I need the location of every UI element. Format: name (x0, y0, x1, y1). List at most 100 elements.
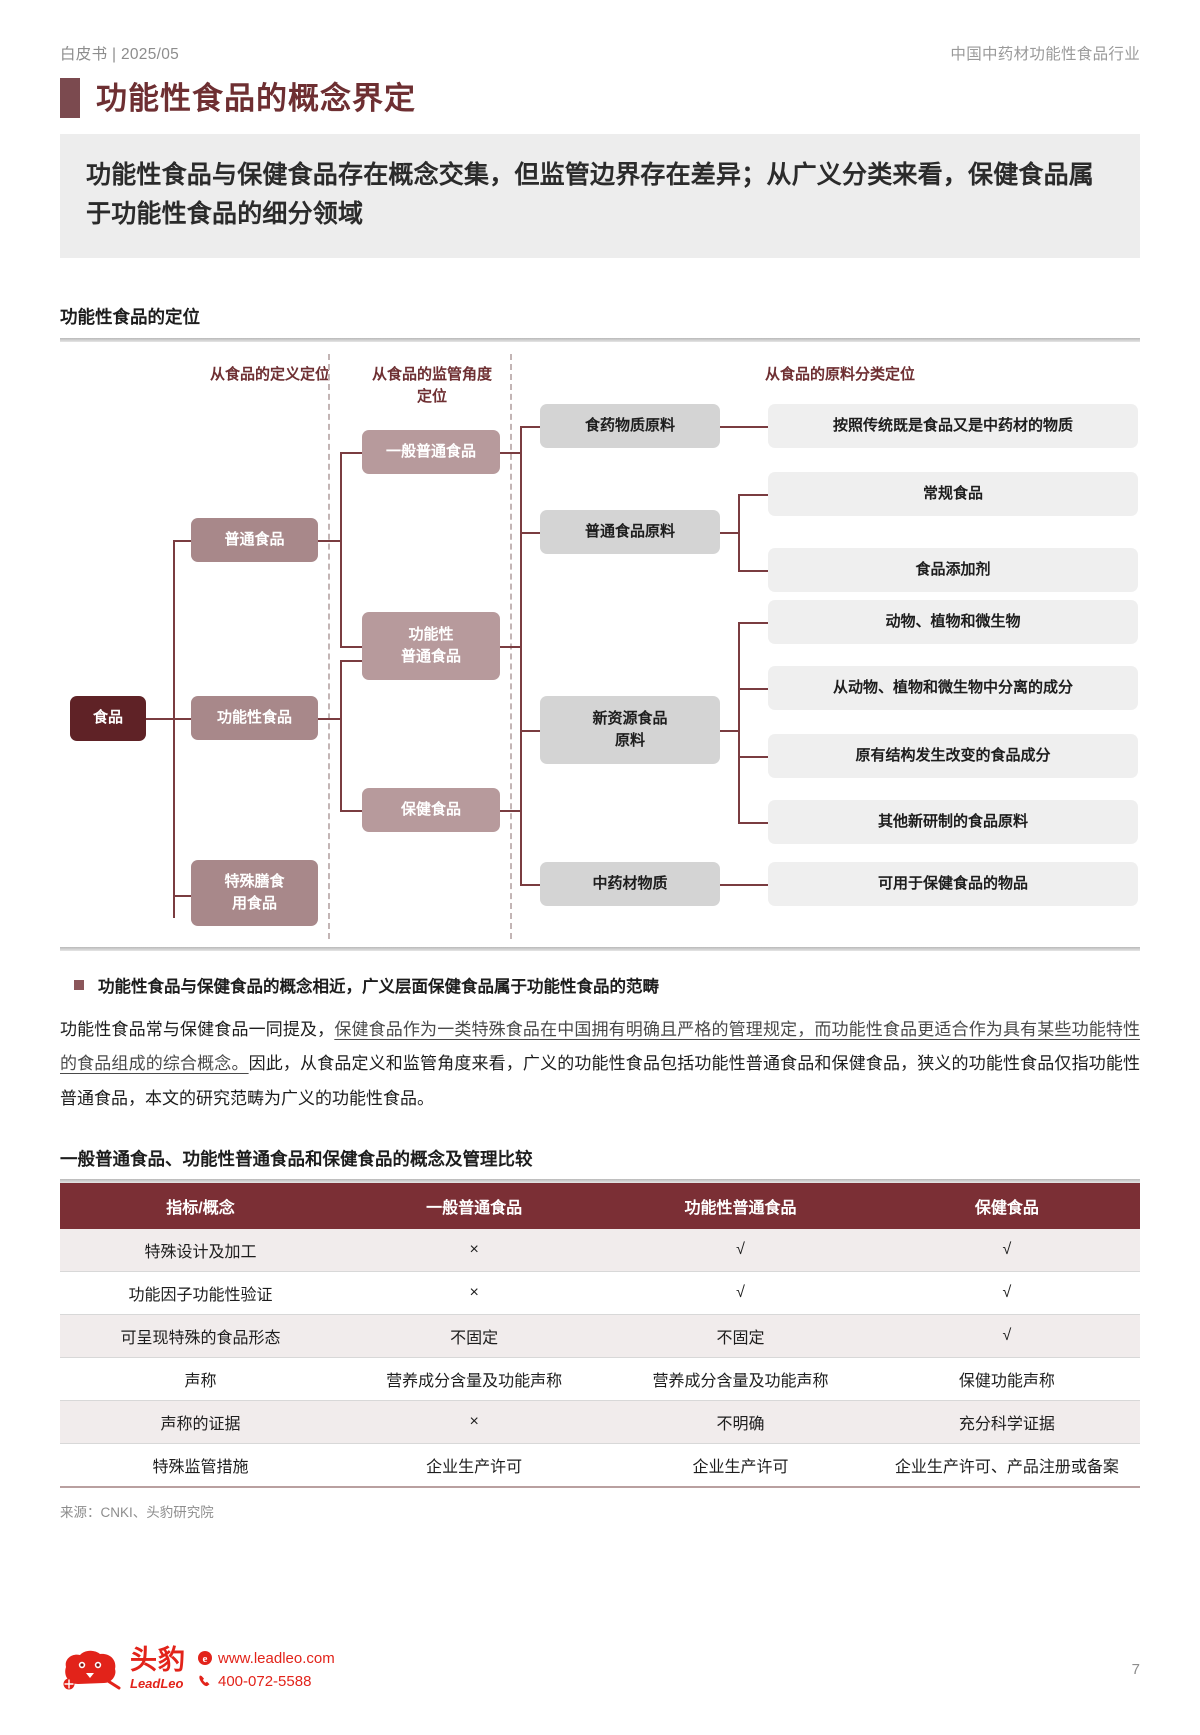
table-top-divider (60, 1179, 1140, 1183)
website-row[interactable]: e www.leadleo.com (196, 1647, 335, 1670)
connector-l3-2-spine (738, 621, 740, 822)
brand-name-en: LeadLeo (130, 1675, 184, 1691)
table-cell-value: 企业生产许可 (341, 1443, 608, 1488)
bullet-square-icon (74, 979, 84, 990)
connector-l1-0-out (318, 539, 340, 542)
connector-l3-1-out (720, 531, 738, 534)
connector-l1-1-out (318, 717, 340, 720)
diagram-column-header-definition: 从食品的定义定位 (209, 365, 330, 383)
diagram-node-general-ordinary-food[interactable]: 一般普通食品 (362, 429, 500, 474)
body-paragraph: 功能性食品常与保健食品一同提及，保健食品作为一类特殊食品在中国拥有明确且严格的管… (60, 1013, 1140, 1117)
table-cell-value: √ (873, 1229, 1140, 1272)
diagram-leaf-animal-plant-microbe[interactable]: 动物、植物和微生物 (768, 599, 1138, 644)
table-cell-value: 不固定 (341, 1314, 608, 1358)
phone-text: 400-072-5588 (218, 1672, 312, 1690)
connector-l3-0-to-leaf (720, 425, 768, 428)
table-header-indicator: 指标/概念 (60, 1183, 342, 1229)
connector-l3-3-to-leaf (720, 883, 768, 886)
table-cell-value: √ (873, 1271, 1140, 1315)
diagram-leaf-structurally-modified[interactable]: 原有结构发生改变的食品成分 (768, 733, 1138, 778)
table-cell-label: 特殊设计及加工 (60, 1229, 342, 1272)
diagram-node-ordinary-food-material[interactable]: 普通食品原料 (540, 509, 720, 554)
diagram-leaf-traditional-food-and-tcm[interactable]: 按照传统既是食品又是中药材的物质 (768, 403, 1138, 448)
connector-l1-1-spine (340, 659, 342, 810)
connector-root-spine (173, 539, 175, 918)
connector-l3-1-spine (738, 493, 740, 570)
source-note: 来源：CNKI、头豹研究院 (60, 1505, 214, 1520)
diagram-node-functional-food[interactable]: 功能性食品 (191, 695, 318, 740)
connector-l3-1-to-leaf-1 (738, 569, 768, 572)
globe-icon: e (196, 1650, 213, 1667)
connector-to-l3-1 (520, 531, 540, 534)
brand-name-block: 头豹 LeadLeo (130, 1646, 186, 1694)
paragraph-part-2: 因此，从食品定义和监管角度来看，广义的功能性食品包括功能性普通食品和保健食品，狭… (60, 1054, 1141, 1108)
diagram-node-medicinal-food-material[interactable]: 食药物质原料 (540, 403, 720, 448)
connector-l3-spine (520, 425, 522, 884)
brand-block: 头豹 LeadLeo e www.leadleo.com 400-072-558… (60, 1646, 335, 1694)
diagram-node-new-resource-food-material[interactable]: 新资源食品 原料 (540, 695, 720, 764)
connector-l1-0-spine (340, 451, 342, 646)
page-header: 白皮书 | 2025/05 中国中药材功能性食品行业 (60, 0, 1140, 64)
table-cell-value: 营养成分含量及功能声称 (607, 1357, 874, 1401)
table-cell-value: √ (607, 1271, 874, 1315)
report-name-label: 中国中药材功能性食品行业 (950, 46, 1140, 63)
table-header-general-ordinary-food: 一般普通食品 (341, 1183, 608, 1229)
positioning-diagram: 从食品的定义定位 从食品的监管角度 定位 从食品的原料分类定位 (60, 342, 1140, 947)
table-cell-value: 营养成分含量及功能声称 (341, 1357, 608, 1401)
key-point-text: 功能性食品与保健食品的概念相近，广义层面保健食品属于功能性食品的范畴 (98, 977, 659, 996)
connector-l3-2-to-leaf-2 (738, 755, 768, 758)
table-row: 功能因子功能性验证 × √ √ (60, 1271, 1140, 1315)
diagram-node-ordinary-food[interactable]: 普通食品 (191, 517, 318, 562)
table-cell-value: √ (873, 1314, 1140, 1358)
connector-l1-1-to-l2-2 (340, 809, 362, 812)
connector-l1-0-to-l2-0 (340, 451, 362, 454)
diagram-leaf-newly-developed-material[interactable]: 其他新研制的食品原料 (768, 799, 1138, 844)
diagram-node-root[interactable]: 食品 (70, 695, 146, 741)
phone-icon (196, 1673, 213, 1690)
diagram-node-tcm-substance[interactable]: 中药材物质 (540, 861, 720, 906)
table-row: 特殊设计及加工 × √ √ (60, 1229, 1140, 1272)
connector-l1-0-to-l2-1 (340, 645, 362, 648)
connector-l3-2-to-leaf-1 (738, 687, 768, 690)
table-cell-value: 企业生产许可、产品注册或备案 (873, 1443, 1140, 1488)
svg-text:e: e (202, 1653, 207, 1665)
table-cell-value: √ (607, 1229, 874, 1272)
column-divider-1 (328, 353, 330, 939)
table-cell-label: 声称的证据 (60, 1400, 342, 1444)
page-title-row: 功能性食品的概念界定 (60, 78, 1140, 118)
diagram-leaf-isolated-components[interactable]: 从动物、植物和微生物中分离的成分 (768, 665, 1138, 710)
table-row: 可呈现特殊的食品形态 不固定 不固定 √ (60, 1314, 1140, 1358)
table-cell-value: 不明确 (607, 1400, 874, 1444)
lead-text: 功能性食品与保健食品存在概念交集，但监管边界存在差异；从广义分类来看，保健食品属… (86, 161, 1095, 228)
connector-l3-2-to-leaf-3 (738, 821, 768, 824)
page-number: 7 (1131, 1661, 1140, 1679)
diagram-column-header-material: 从食品的原料分类定位 (764, 365, 915, 383)
table-cell-value: × (341, 1229, 608, 1272)
connector-root-to-l1-2 (173, 894, 191, 897)
paragraph-underlined: 保健食品作为一类特殊食品在中国拥有明确且严格的管理规定，而功能性食品更适合作为具… (60, 1019, 1141, 1074)
leopard-logo-icon (63, 1650, 121, 1690)
table-cell-label: 可呈现特殊的食品形态 (60, 1314, 342, 1358)
connector-root-to-l1-0 (173, 539, 191, 542)
page-title: 功能性食品的概念界定 (96, 80, 416, 116)
connector-l2-0-out (500, 451, 520, 454)
table-row: 声称 营养成分含量及功能声称 营养成分含量及功能声称 保健功能声称 (60, 1357, 1140, 1401)
diagram-leaf-health-food-usable[interactable]: 可用于保健食品的物品 (768, 861, 1138, 906)
connector-l2-2-out (500, 809, 520, 812)
connector-l3-1-to-leaf-0 (738, 493, 768, 496)
diagram-leaf-regular-food[interactable]: 常规食品 (768, 471, 1138, 516)
diagram-node-special-dietary-food[interactable]: 特殊膳食 用食品 (191, 859, 318, 926)
phone-row[interactable]: 400-072-5588 (196, 1670, 335, 1693)
diagram-node-health-food[interactable]: 保健食品 (362, 787, 500, 832)
table-header-functional-ordinary-food: 功能性普通食品 (607, 1183, 874, 1229)
brand-contact-block: e www.leadleo.com 400-072-5588 (196, 1647, 335, 1694)
diagram-node-functional-ordinary-food[interactable]: 功能性 普通食品 (362, 611, 500, 680)
comparison-table-title: 一般普通食品、功能性普通食品和保健食品的概念及管理比较 (60, 1149, 533, 1169)
paragraph-part-1: 功能性食品常与保健食品一同提及， (60, 1019, 335, 1039)
page-footer: 头豹 LeadLeo e www.leadleo.com 400-072-558… (60, 1646, 1140, 1694)
table-header-health-food: 保健食品 (873, 1183, 1140, 1229)
diagram-leaf-food-additives[interactable]: 食品添加剂 (768, 547, 1138, 592)
table-cell-value: 不固定 (607, 1314, 874, 1358)
section-divider (60, 337, 1140, 342)
connector-to-l3-2 (520, 729, 540, 732)
